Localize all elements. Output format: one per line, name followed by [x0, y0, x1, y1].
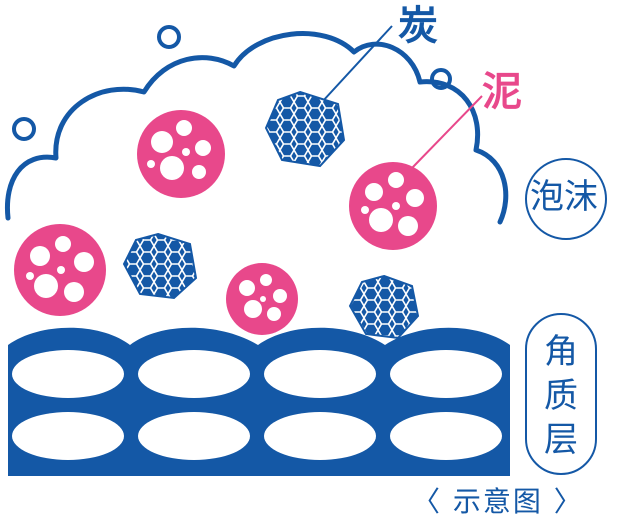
stratum-label-frame: [525, 313, 597, 475]
stratum-char: 角: [544, 332, 578, 372]
foam-label-frame: [525, 158, 607, 240]
charcoal-particle-icon: [348, 274, 420, 340]
mud-particle-icon: [137, 110, 225, 198]
charcoal-particle-icon: [264, 90, 346, 168]
foam-cloud-outline: [4, 31, 509, 225]
charcoal-pointer-line: [321, 25, 393, 103]
stratum-corneum-layer: [8, 327, 510, 476]
charcoal-label: 炭: [398, 3, 438, 49]
charcoal-particle-icon: [122, 232, 198, 300]
corneocyte-cell: [264, 412, 376, 460]
mud-label: 泥: [482, 69, 522, 115]
small-bubble-icon: [157, 25, 181, 49]
corneocyte-cell: [264, 350, 376, 398]
stratum-corneum-label: 角 质 层: [543, 330, 579, 462]
corneocyte-cell: [390, 412, 502, 460]
small-bubble-icon: [430, 68, 452, 90]
mud-particle-icon: [14, 224, 106, 316]
foam-label: 泡沫: [530, 177, 598, 217]
corneocyte-cell: [12, 350, 124, 398]
mud-pointer-line: [411, 95, 483, 169]
mud-particle-icon: [226, 263, 298, 335]
stratum-char: 质: [544, 376, 578, 416]
diagram-caption: 〈 示意图 〉: [412, 485, 584, 518]
corneocyte-cell: [390, 350, 502, 398]
stratum-char: 层: [544, 420, 578, 460]
corneocyte-cell: [138, 412, 250, 460]
corneocyte-cell: [138, 350, 250, 398]
small-bubble-icon: [12, 117, 36, 141]
corneocyte-cell: [12, 412, 124, 460]
mud-particle-icon: [349, 162, 437, 250]
